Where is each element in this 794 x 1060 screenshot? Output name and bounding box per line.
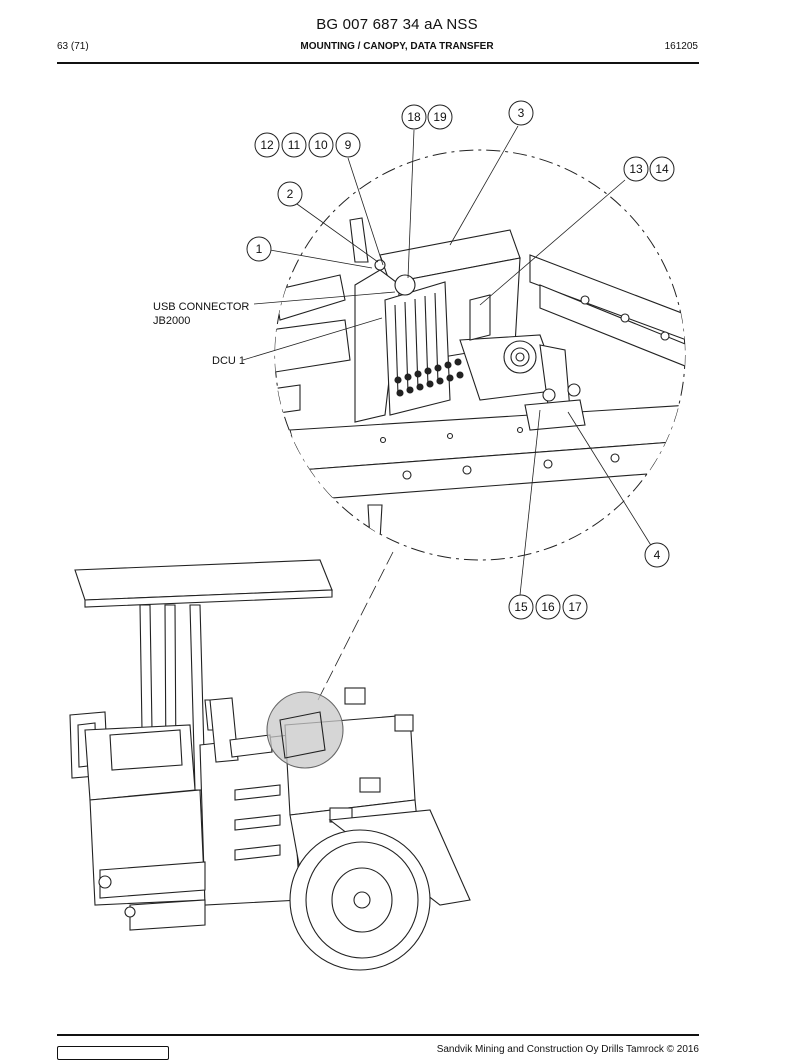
callout-19 — [427, 104, 453, 130]
leader-lines — [242, 125, 653, 701]
callout-18 — [401, 104, 427, 130]
callout-1-text: 1 — [256, 242, 263, 256]
callout-12 — [254, 132, 280, 158]
callout-16 — [535, 594, 561, 620]
callout-numbers: 18 19 3 12 11 10 9 13 14 2 1 4 15 16 17 — [256, 106, 669, 614]
callout-10 — [308, 132, 334, 158]
callout-18-text: 18 — [407, 110, 421, 124]
callout-1 — [246, 236, 272, 262]
callout-3-text: 3 — [518, 106, 525, 120]
callout-4 — [644, 542, 670, 568]
document-title: BG 007 687 34 aA NSS — [316, 16, 478, 33]
footer-rule — [57, 1034, 699, 1036]
sandvik-logo — [57, 1046, 169, 1060]
jb2000-label: JB2000 — [153, 315, 190, 327]
detail-highlight-zone — [266, 691, 344, 769]
callout-11 — [281, 132, 307, 158]
machine-overview — [69, 559, 471, 971]
footer-copyright: Sandvik Mining and Construction Oy Drill… — [436, 1044, 699, 1055]
document-date: 161205 — [664, 41, 698, 52]
dcu-label: DCU 1 — [212, 355, 245, 367]
callout-13-text: 13 — [629, 162, 643, 176]
callout-9 — [335, 132, 361, 158]
section-title: MOUNTING / CANOPY, DATA TRANSFER — [300, 41, 494, 52]
callout-13 — [623, 156, 649, 182]
callout-10-text: 10 — [314, 138, 328, 152]
callout-bubbles — [246, 100, 675, 620]
callout-15-text: 15 — [514, 600, 528, 614]
callout-11-text: 11 — [288, 138, 301, 152]
callout-16-text: 16 — [541, 600, 555, 614]
callout-17 — [562, 594, 588, 620]
callout-2 — [277, 181, 303, 207]
callout-12-text: 12 — [260, 138, 274, 152]
callout-14 — [649, 156, 675, 182]
header-rule — [57, 62, 699, 64]
callout-4-text: 4 — [654, 548, 661, 562]
usb-connector-label: USB CONNECTOR — [153, 301, 249, 313]
callout-15 — [508, 594, 534, 620]
callout-3 — [508, 100, 534, 126]
page-number: 63 (71) — [57, 41, 89, 52]
callout-9-text: 9 — [345, 138, 352, 152]
callout-2-text: 2 — [287, 187, 294, 201]
detail-view — [274, 149, 686, 561]
callout-17-text: 17 — [568, 600, 582, 614]
callout-19-text: 19 — [433, 110, 447, 124]
callout-14-text: 14 — [655, 162, 669, 176]
